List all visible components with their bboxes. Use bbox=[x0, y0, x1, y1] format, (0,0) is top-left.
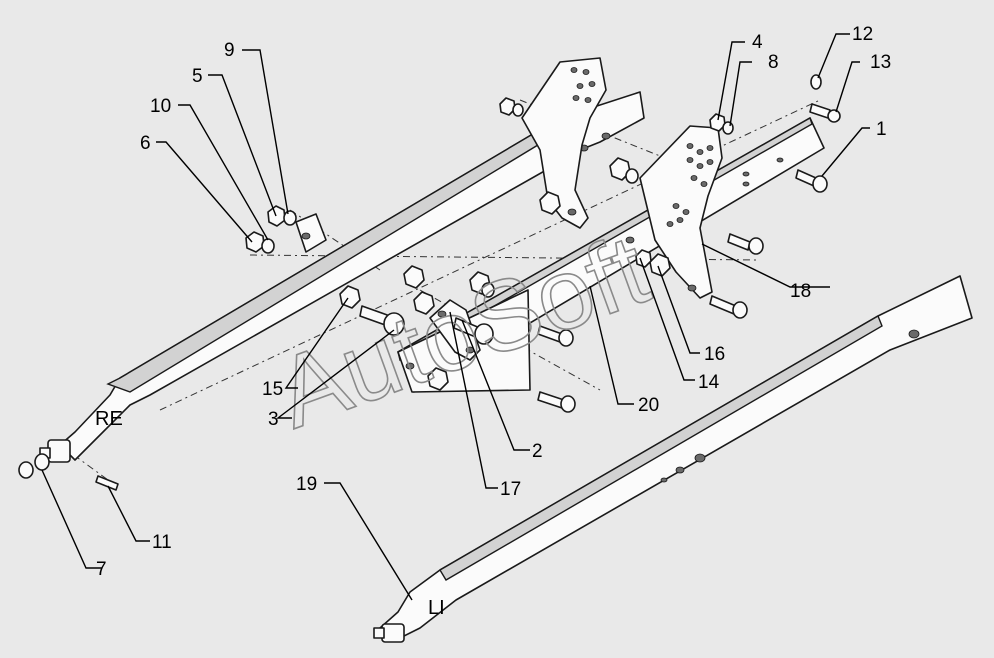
pin-11 bbox=[95, 475, 119, 491]
callout-11: 11 bbox=[152, 532, 172, 553]
bolt-mid-2 bbox=[709, 295, 748, 319]
washer-10 bbox=[261, 238, 275, 254]
callout-9: 9 bbox=[224, 40, 235, 61]
callout-numbers: 9 5 10 6 4 8 12 13 1 18 16 14 20 2 17 15… bbox=[96, 24, 891, 580]
nut-b bbox=[413, 291, 435, 315]
washer-d bbox=[481, 282, 495, 298]
callout-15: 15 bbox=[262, 379, 283, 400]
nut-16 bbox=[649, 253, 671, 277]
callout-19: 19 bbox=[296, 474, 317, 495]
callout-17: 17 bbox=[500, 479, 521, 500]
callout-2: 2 bbox=[532, 441, 543, 462]
callout-5: 5 bbox=[192, 66, 203, 87]
right-side-label: RE bbox=[95, 408, 123, 430]
callout-18: 18 bbox=[790, 281, 811, 302]
mounting-plate bbox=[639, 125, 723, 299]
callout-20: 20 bbox=[638, 395, 659, 416]
link-plate bbox=[429, 299, 481, 361]
callout-1: 1 bbox=[876, 119, 887, 140]
nut-a bbox=[403, 265, 425, 289]
pin-13 bbox=[809, 103, 841, 123]
bolts bbox=[95, 103, 841, 491]
callout-16: 16 bbox=[704, 344, 725, 365]
bolt-low-1 bbox=[537, 325, 574, 347]
callout-4: 4 bbox=[752, 32, 763, 53]
callout-7: 7 bbox=[96, 559, 107, 580]
washer-9 bbox=[283, 210, 297, 226]
nut-f bbox=[539, 191, 561, 215]
washer-7b bbox=[34, 453, 50, 471]
callout-10: 10 bbox=[150, 96, 171, 117]
bolt-3 bbox=[359, 305, 405, 336]
leader-lines bbox=[41, 33, 870, 601]
callout-8: 8 bbox=[768, 52, 779, 73]
watermark: AutoSoft bbox=[263, 213, 662, 450]
callout-3: 3 bbox=[268, 409, 279, 430]
washer-7a bbox=[18, 461, 34, 479]
nut-c bbox=[427, 367, 449, 391]
nut-14 bbox=[635, 249, 652, 268]
callout-12: 12 bbox=[852, 24, 873, 45]
callout-13: 13 bbox=[870, 52, 891, 73]
washer-e bbox=[625, 168, 639, 184]
nuts-washers bbox=[18, 74, 822, 479]
bolt-mid-1 bbox=[727, 233, 764, 255]
nut-6 bbox=[245, 231, 265, 253]
bolt-2 bbox=[453, 317, 494, 345]
left-side-label: LI bbox=[428, 597, 445, 619]
bolt-low-2 bbox=[537, 391, 576, 413]
callout-6: 6 bbox=[140, 133, 151, 154]
washer-8 bbox=[722, 121, 734, 135]
callout-14: 14 bbox=[698, 372, 720, 393]
ring-12 bbox=[810, 74, 822, 90]
bolt-1 bbox=[795, 169, 828, 193]
nut-5 bbox=[267, 205, 286, 227]
hinge-tab bbox=[295, 213, 327, 253]
washer-g bbox=[512, 103, 524, 117]
left-lift-arm bbox=[373, 275, 973, 643]
